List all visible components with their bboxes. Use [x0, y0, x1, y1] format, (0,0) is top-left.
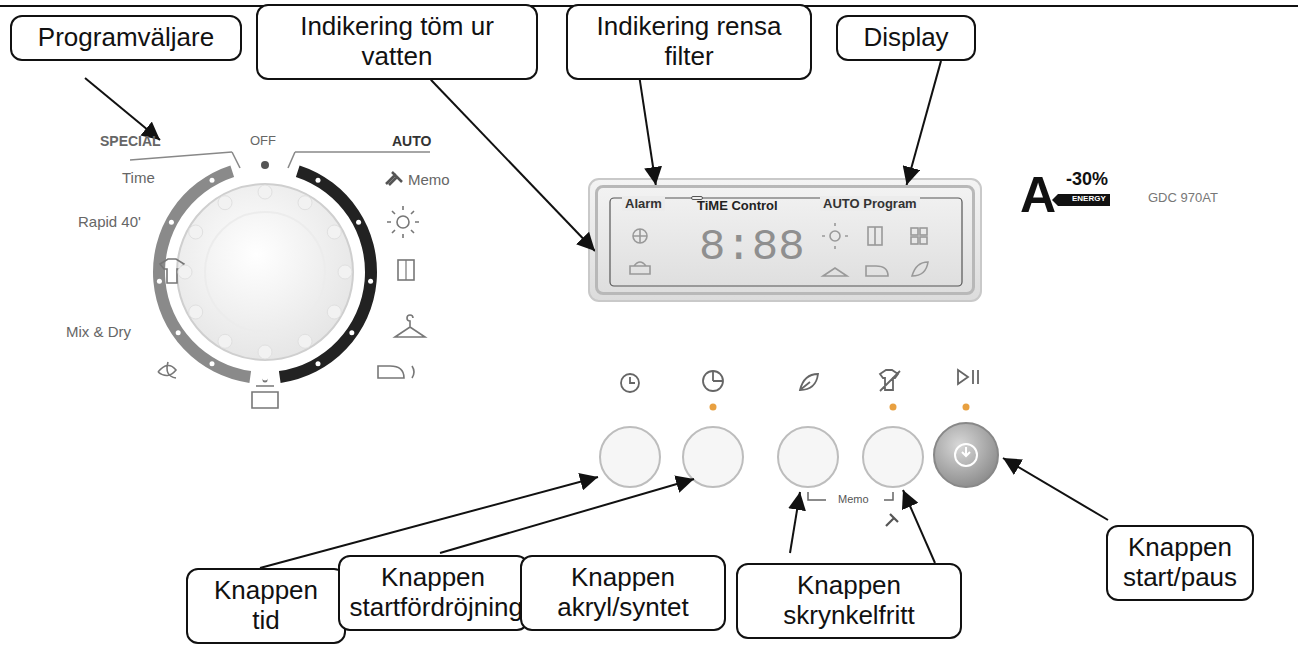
dial-dot	[316, 178, 321, 183]
memo-label: Memo	[836, 493, 871, 505]
dial-dot	[157, 279, 162, 284]
callout-text: Display	[848, 23, 964, 53]
knob-grip	[258, 185, 272, 199]
energy-bar	[1064, 194, 1110, 206]
button-icons	[621, 370, 978, 392]
energy-class: A	[1020, 168, 1056, 223]
segment-readout: 8:88	[696, 222, 808, 272]
dial-program-label: Time	[122, 170, 155, 187]
energy-text: ENERGY	[1070, 195, 1108, 204]
callout-text: Knappen akryl/syntet	[532, 563, 714, 623]
callout-text: Knappen skrynkelfritt	[748, 571, 950, 631]
callout-arrow	[640, 80, 656, 185]
dial-dot	[316, 361, 321, 366]
start-button-symbol	[955, 444, 977, 466]
callout-text: Knappen tid	[198, 576, 334, 636]
callout-text: TiME Control	[697, 198, 778, 213]
knob-grip	[189, 305, 203, 319]
model-number: GDC 970AT	[1148, 191, 1218, 205]
dial-dot	[368, 279, 373, 284]
indicator-led	[710, 404, 717, 411]
knob-grip	[327, 225, 341, 239]
display-heading: AUTO Program	[820, 196, 920, 211]
display-frame	[610, 198, 962, 286]
dial-dot	[210, 361, 215, 366]
knob-grip	[327, 305, 341, 319]
callout-box: Programväljare	[10, 15, 242, 61]
indicator-led	[890, 404, 897, 411]
callout-box: Knappen akryl/syntet	[520, 555, 726, 631]
dial-dot	[263, 376, 268, 381]
dial-dot	[356, 220, 361, 225]
knob-grip	[218, 334, 232, 348]
dial-dot	[176, 330, 181, 335]
knob-grip	[298, 196, 312, 210]
push-buttons	[600, 427, 923, 487]
callout-text: Indikering rensa filter	[578, 12, 800, 72]
display-heading: Alarm	[622, 196, 665, 211]
program-dial	[130, 152, 430, 408]
callout-arrow	[431, 80, 595, 251]
leader-lines	[85, 78, 1108, 568]
callout-text: Knappen start/paus	[1118, 533, 1242, 593]
knob-grip	[218, 196, 232, 210]
callout-box: Knappen tid	[186, 568, 346, 644]
knob-grip	[258, 345, 272, 359]
callout-box: Indikering töm ur vatten	[256, 4, 538, 80]
callout-text: Programväljare	[22, 23, 230, 53]
dial-group-label: SPECIAL	[100, 134, 161, 149]
start-button-symbol	[962, 447, 970, 456]
display-bezel	[589, 179, 981, 301]
callout-arrow	[907, 61, 941, 185]
knob-grip	[189, 225, 203, 239]
dial-position-label: OFF	[250, 134, 276, 148]
dial-program-label: Rapid 40'	[78, 214, 141, 231]
callout-text: Knappen startfördröjning	[350, 563, 517, 623]
start-button	[934, 423, 998, 487]
callout-text: Indikering töm ur vatten	[268, 12, 526, 72]
indicator-led	[963, 404, 970, 411]
display-panel: Alarm AUTO Program 8:88 TiME Control	[595, 185, 975, 295]
display-icons	[630, 223, 928, 276]
callout-box: Display	[836, 15, 976, 61]
callout-box: Knappen startfördröjning	[338, 555, 529, 631]
knob-grip	[178, 265, 192, 279]
callout-box: Knappen skrynkelfritt	[736, 563, 962, 639]
memo-pin	[886, 514, 898, 526]
callout-box: Knappen start/paus	[1106, 525, 1254, 601]
dial-dot	[169, 220, 174, 225]
dial-dot	[210, 178, 215, 183]
dial-program-label: Mix & Dry	[66, 324, 131, 341]
dial-group-label: AUTO	[392, 134, 431, 149]
knob-grip	[298, 334, 312, 348]
time-control-box: TiME Control	[691, 196, 703, 200]
knob-grip	[338, 265, 352, 279]
callout-box: Indikering rensa filter	[566, 4, 812, 80]
dial-program-label: Memo	[408, 172, 450, 189]
energy-saving: -30%	[1066, 170, 1108, 190]
dial-dot	[349, 330, 354, 335]
